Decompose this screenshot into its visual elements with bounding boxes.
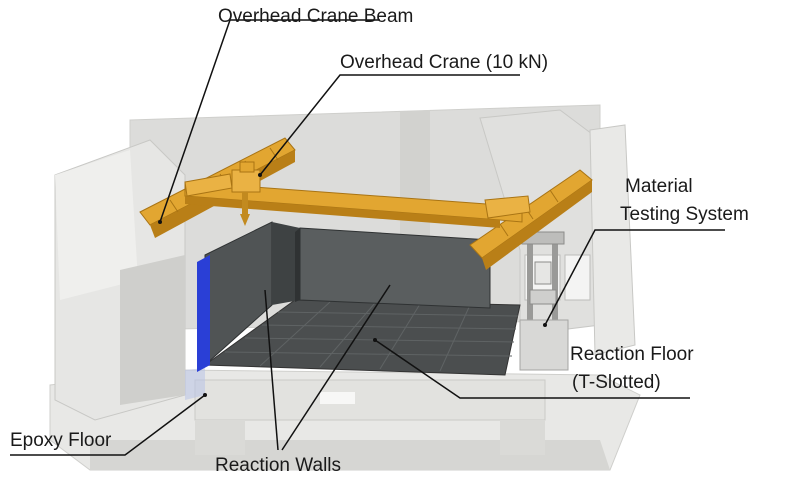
overhead-crane [184, 161, 531, 228]
label-epoxy-floor: Epoxy Floor [10, 430, 112, 451]
label-mts-line1: Material [625, 176, 693, 197]
label-reaction-floor-line1: Reaction Floor [570, 344, 694, 365]
marker-mts [543, 323, 547, 327]
epoxy-floor [185, 368, 205, 400]
leader-mts [544, 229, 725, 326]
marker-epoxy-floor [203, 393, 207, 397]
leader-lines [10, 19, 725, 456]
leader-crane [259, 74, 520, 176]
leader-epoxy-floor [10, 394, 206, 456]
marker-crane [258, 173, 262, 177]
label-overhead-crane: Overhead Crane (10 kN) [340, 52, 549, 73]
leader-reaction-floor [374, 339, 690, 399]
label-reaction-walls: Reaction Walls [215, 455, 342, 476]
leader-markers [158, 173, 547, 397]
leader-reaction-wall-1 [264, 289, 279, 451]
reaction-walls [197, 221, 491, 372]
reaction-floor [203, 299, 521, 376]
label-mts-line2: Testing System [620, 204, 749, 225]
leader-reaction-wall-2 [281, 284, 391, 451]
label-reaction-floor-line2: (T-Slotted) [572, 372, 661, 393]
marker-reaction-floor [373, 338, 377, 342]
reaction-wall-right [299, 227, 491, 309]
reaction-wall-back [272, 222, 300, 305]
marker-crane-beam [158, 220, 162, 224]
label-overhead-crane-beam: Overhead Crane Beam [218, 6, 414, 27]
leader-crane-beam [159, 19, 380, 223]
